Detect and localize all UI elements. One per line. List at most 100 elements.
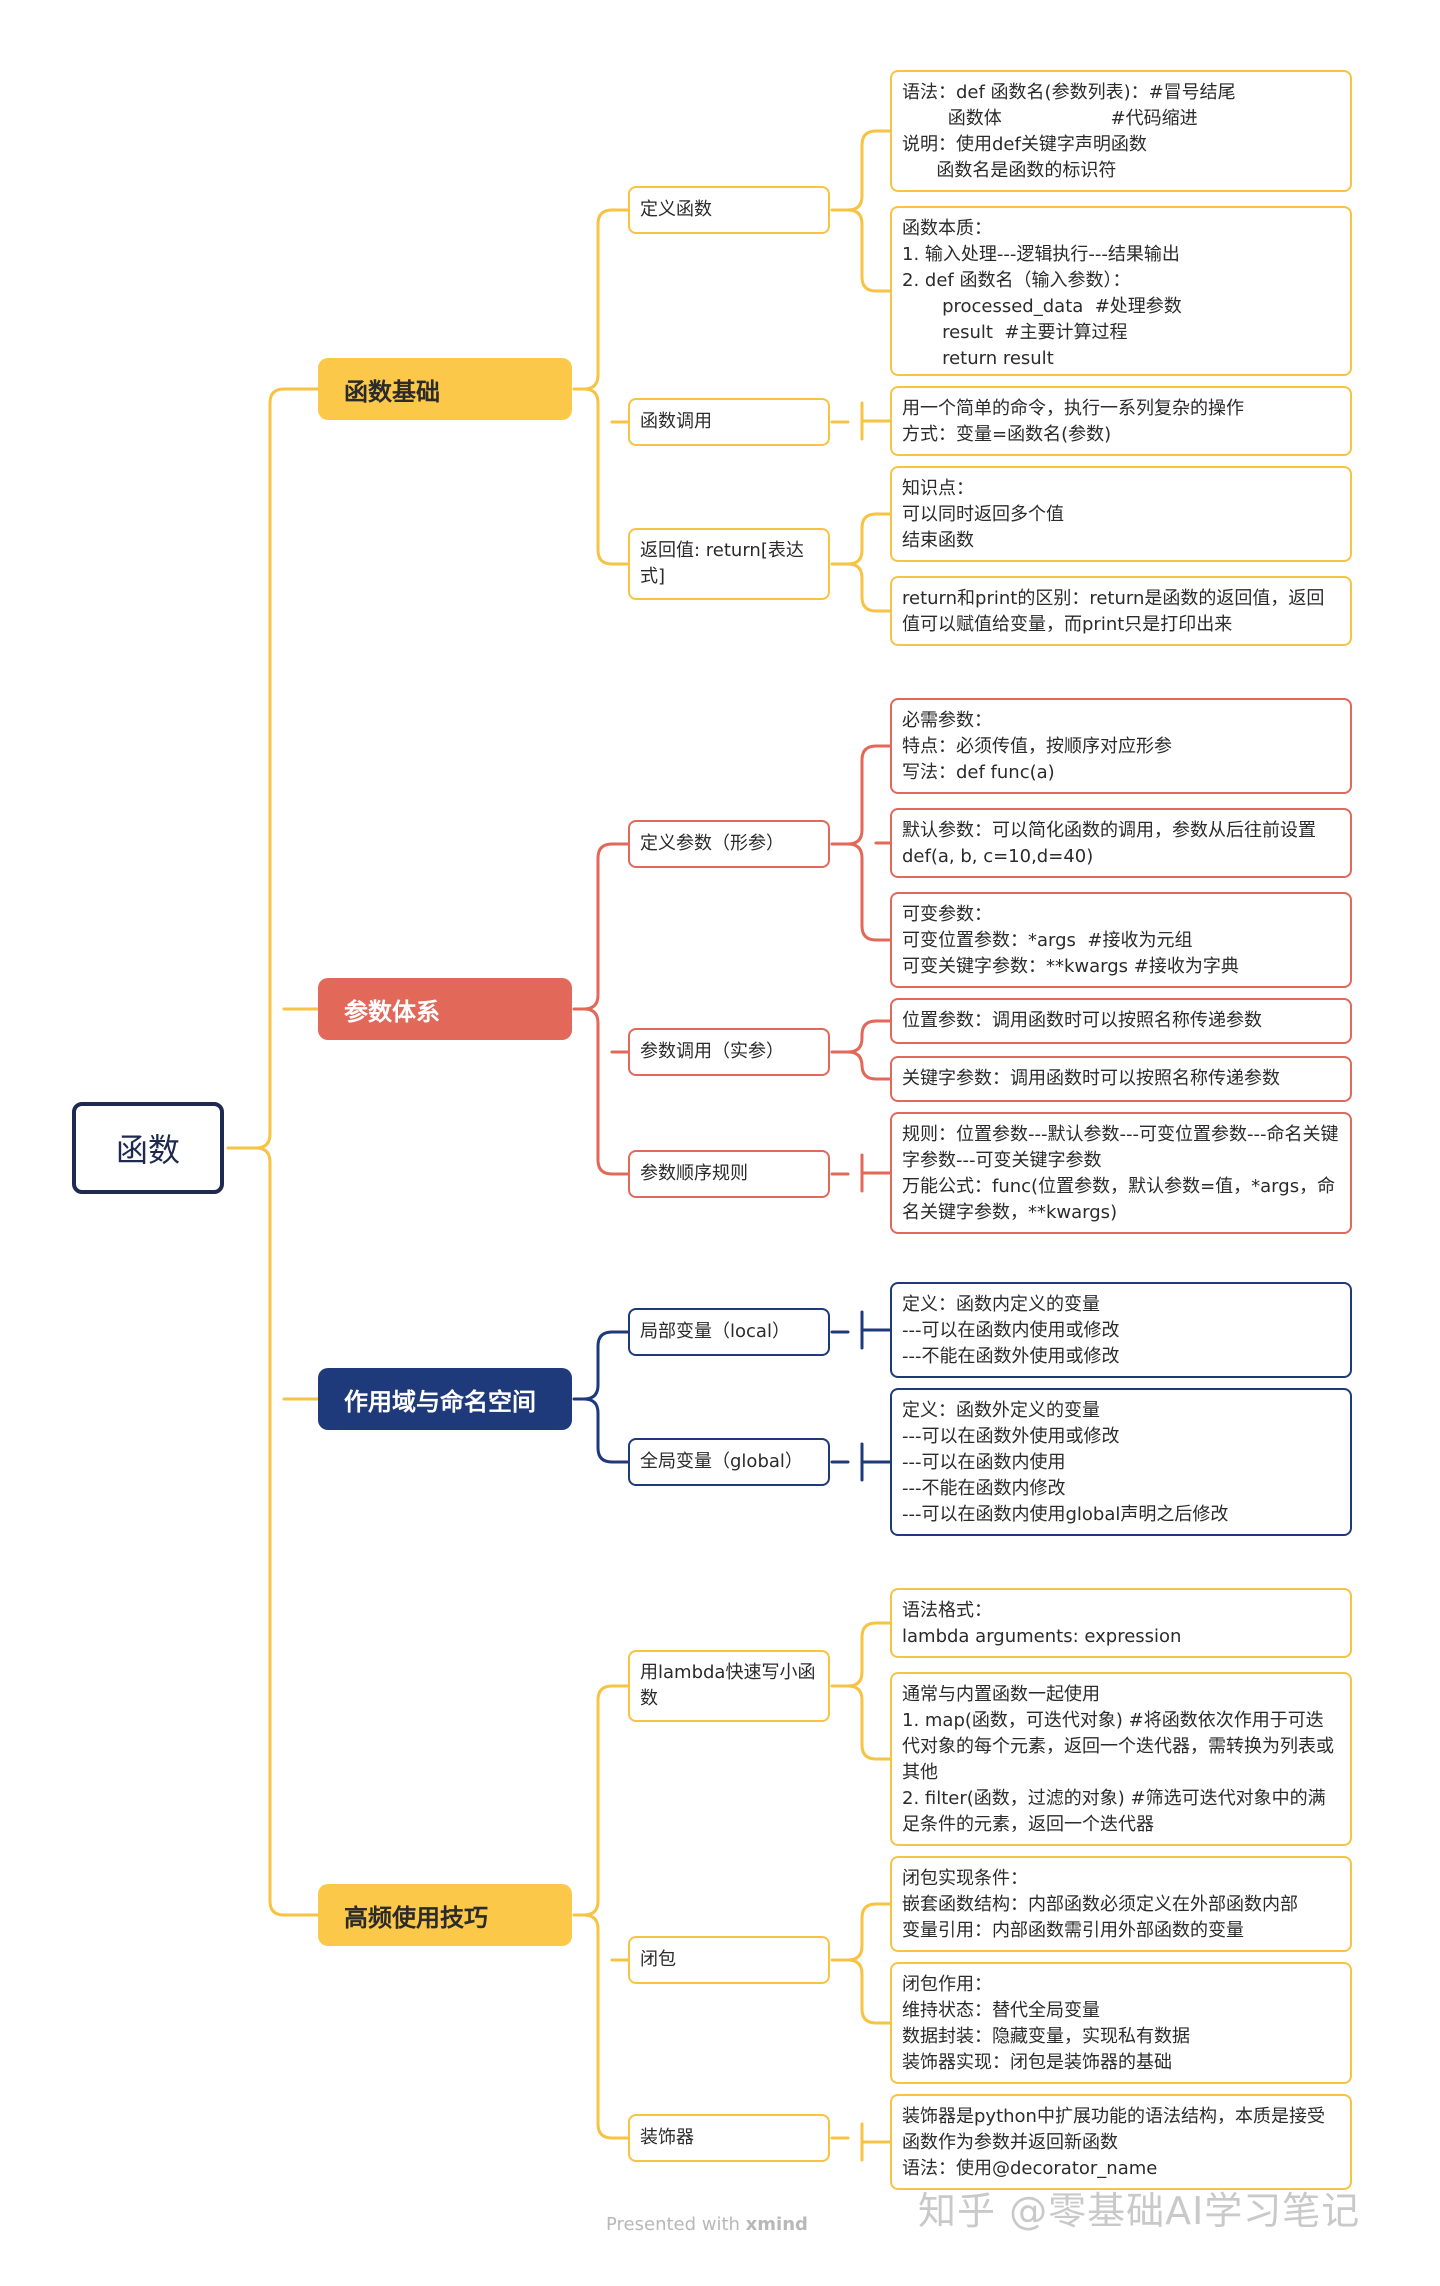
leaf-line: 位置参数：调用函数时可以按照名称传递参数 xyxy=(902,1010,1262,1031)
sub-label: 返回值: return[表达式] xyxy=(640,540,804,587)
sub-node[interactable]: 全局变量（global） xyxy=(628,1438,830,1486)
leaf-note[interactable]: 语法：def 函数名(参数列表)：#冒号结尾 函数体 #代码缩进说明：使用def… xyxy=(890,70,1352,192)
leaf-line: ---可以在函数内使用 xyxy=(902,1452,1066,1473)
leaf-note[interactable]: 规则：位置参数---默认参数---可变位置参数---命名关键字参数---可变关键… xyxy=(890,1112,1352,1234)
connector-line xyxy=(847,1019,878,1081)
leaf-line: ---不能在函数外使用或修改 xyxy=(902,1346,1120,1367)
leaf-line: 函数本质： xyxy=(902,218,992,239)
leaf-line: 装饰器是python中扩展功能的语法结构，本质是接受函数作为参数并返回新函数 xyxy=(902,2106,1325,2153)
sub-label: 闭包 xyxy=(640,1949,676,1970)
branch-node[interactable]: 函数基础 xyxy=(318,358,572,420)
leaf-line: 特点：必须传值，按顺序对应形参 xyxy=(902,736,1172,757)
leaf-note[interactable]: 装饰器是python中扩展功能的语法结构，本质是接受函数作为参数并返回新函数语法… xyxy=(890,2094,1352,2190)
leaf-line: 定义：函数外定义的变量 xyxy=(902,1400,1100,1421)
sub-label: 定义函数 xyxy=(640,199,712,220)
sub-label: 局部变量（local） xyxy=(640,1321,790,1342)
leaf-line: lambda arguments: expression xyxy=(902,1626,1182,1647)
leaf-line: processed_data #处理参数 xyxy=(902,296,1182,317)
branch-label: 作用域与命名空间 xyxy=(344,1387,536,1416)
leaf-line: 通常与内置函数一起使用 xyxy=(902,1684,1100,1705)
leaf-note[interactable]: 闭包作用：维持状态：替代全局变量数据封装：隐藏变量，实现私有数据装饰器实现：闭包… xyxy=(890,1962,1352,2084)
connector-line xyxy=(583,1684,614,2140)
sub-node[interactable]: 参数调用（实参） xyxy=(628,1028,830,1076)
leaf-note[interactable]: 用一个简单的命令，执行一系列复杂的操作方式：变量=函数名(参数) xyxy=(890,386,1352,456)
sub-label: 用lambda快速写小函数 xyxy=(640,1662,816,1709)
leaf-line: ---可以在函数外使用或修改 xyxy=(902,1426,1120,1447)
connector-line xyxy=(583,1330,614,1464)
leaf-line: 装饰器实现：闭包是装饰器的基础 xyxy=(902,2052,1172,2073)
leaf-line: 知识点： xyxy=(902,478,974,499)
leaf-line: ---可以在函数内使用global声明之后修改 xyxy=(902,1504,1229,1525)
leaf-line: 可变位置参数：*args #接收为元组 xyxy=(902,930,1193,951)
connector-line xyxy=(847,1902,878,2025)
leaf-line: 规则：位置参数---默认参数---可变位置参数---命名关键字参数---可变关键… xyxy=(902,1124,1339,1171)
connector-line xyxy=(847,129,878,293)
connector-line xyxy=(255,387,286,1917)
leaf-line: result #主要计算过程 xyxy=(902,322,1128,343)
leaf-note[interactable]: return和print的区别：return是函数的返回值，返回值可以赋值给变量… xyxy=(890,576,1352,646)
sub-node[interactable]: 定义参数（形参） xyxy=(628,820,830,868)
sub-node[interactable]: 返回值: return[表达式] xyxy=(628,528,830,600)
leaf-line: 闭包作用： xyxy=(902,1974,992,1995)
connector-line xyxy=(847,512,878,613)
leaf-line: 必需参数： xyxy=(902,710,992,731)
sub-label: 全局变量（global） xyxy=(640,1451,803,1472)
branch-node[interactable]: 作用域与命名空间 xyxy=(318,1368,572,1430)
leaf-line: 1. 输入处理---逻辑执行---结果输出 xyxy=(902,244,1180,265)
leaf-line: 嵌套函数结构：内部函数必须定义在外部函数内部 xyxy=(902,1894,1298,1915)
leaf-note[interactable]: 可变参数：可变位置参数：*args #接收为元组可变关键字参数：**kwargs… xyxy=(890,892,1352,988)
leaf-note[interactable]: 定义：函数外定义的变量 ---可以在函数外使用或修改 ---可以在函数内使用 ---不… xyxy=(890,1388,1352,1536)
leaf-line: return result xyxy=(902,348,1054,369)
leaf-line: 万能公式：func(位置参数，默认参数=值，*args，命名关键字参数，**kw… xyxy=(902,1176,1336,1223)
root-node[interactable]: 函数 xyxy=(72,1102,224,1194)
leaf-note[interactable]: 默认参数：可以简化函数的调用，参数从后往前设置 def(a, b, c=10,d… xyxy=(890,808,1352,878)
leaf-line: ---不能在函数内修改 xyxy=(902,1478,1066,1499)
leaf-line: 写法：def func(a) xyxy=(902,762,1055,783)
leaf-line: 函数体 #代码缩进 xyxy=(902,108,1198,129)
sub-node[interactable]: 用lambda快速写小函数 xyxy=(628,1650,830,1722)
sub-label: 定义参数（形参） xyxy=(640,833,784,854)
branch-label: 参数体系 xyxy=(344,997,440,1026)
leaf-note[interactable]: 语法格式： lambda arguments: expression xyxy=(890,1588,1352,1658)
sub-node[interactable]: 闭包 xyxy=(628,1936,830,1984)
leaf-line: 语法：def 函数名(参数列表)：#冒号结尾 xyxy=(902,82,1236,103)
leaf-line: 1. map(函数，可迭代对象) #将函数依次作用于可迭代对象的每个元素，返回一… xyxy=(902,1710,1334,1783)
leaf-line: 默认参数：可以简化函数的调用，参数从后往前设置 def(a, b, c=10,d… xyxy=(902,820,1345,867)
branch-node[interactable]: 高频使用技巧 xyxy=(318,1884,572,1946)
sub-node[interactable]: 函数调用 xyxy=(628,398,830,446)
leaf-line: 函数名是函数的标识符 xyxy=(902,160,1117,181)
leaf-note[interactable]: 闭包实现条件：嵌套函数结构：内部函数必须定义在外部函数内部变量引用：内部函数需引… xyxy=(890,1856,1352,1952)
leaf-note[interactable]: 定义：函数内定义的变量---可以在函数内使用或修改---不能在函数外使用或修改 xyxy=(890,1282,1352,1378)
leaf-line: 用一个简单的命令，执行一系列复杂的操作 xyxy=(902,398,1244,419)
leaf-line: return和print的区别：return是函数的返回值，返回值可以赋值给变量… xyxy=(902,588,1325,635)
branch-node[interactable]: 参数体系 xyxy=(318,978,572,1040)
leaf-note[interactable]: 必需参数： 特点：必须传值，按顺序对应形参写法：def func(a) xyxy=(890,698,1352,794)
footer-prefix: Presented with xyxy=(606,2214,746,2235)
leaf-line: 说明：使用def关键字声明函数 xyxy=(902,134,1147,155)
leaf-line: 关键字参数：调用函数时可以按照名称传递参数 xyxy=(902,1068,1280,1089)
footer-credit: Presented with xmind xyxy=(606,2214,808,2235)
sub-node[interactable]: 装饰器 xyxy=(628,2114,830,2162)
connector-line xyxy=(847,1621,878,1761)
root-label: 函数 xyxy=(115,1131,180,1169)
sub-node[interactable]: 参数顺序规则 xyxy=(628,1150,830,1198)
leaf-line: 数据封装：隐藏变量，实现私有数据 xyxy=(902,2026,1190,2047)
connector-line xyxy=(583,208,614,566)
leaf-line: ---可以在函数内使用或修改 xyxy=(902,1320,1120,1341)
leaf-line: 2. filter(函数，过滤的对象) #筛选可迭代对象中的满足条件的元素，返回… xyxy=(902,1788,1326,1835)
sub-label: 装饰器 xyxy=(640,2127,694,2148)
leaf-note[interactable]: 位置参数：调用函数时可以按照名称传递参数 xyxy=(890,998,1352,1044)
leaf-line: 语法：使用@decorator_name xyxy=(902,2158,1158,2179)
leaf-line: 结束函数 xyxy=(902,530,974,551)
leaf-note[interactable]: 知识点：可以同时返回多个值结束函数 xyxy=(890,466,1352,562)
sub-node[interactable]: 局部变量（local） xyxy=(628,1308,830,1356)
footer-brand: xmind xyxy=(745,2214,808,2235)
leaf-line: 语法格式： xyxy=(902,1600,992,1621)
leaf-note[interactable]: 关键字参数：调用函数时可以按照名称传递参数 xyxy=(890,1056,1352,1102)
connector-line xyxy=(583,842,614,1176)
sub-node[interactable]: 定义函数 xyxy=(628,186,830,234)
leaf-note[interactable]: 通常与内置函数一起使用 1. map(函数，可迭代对象) #将函数依次作用于可迭代… xyxy=(890,1672,1352,1846)
leaf-line: 闭包实现条件： xyxy=(902,1868,1028,1889)
